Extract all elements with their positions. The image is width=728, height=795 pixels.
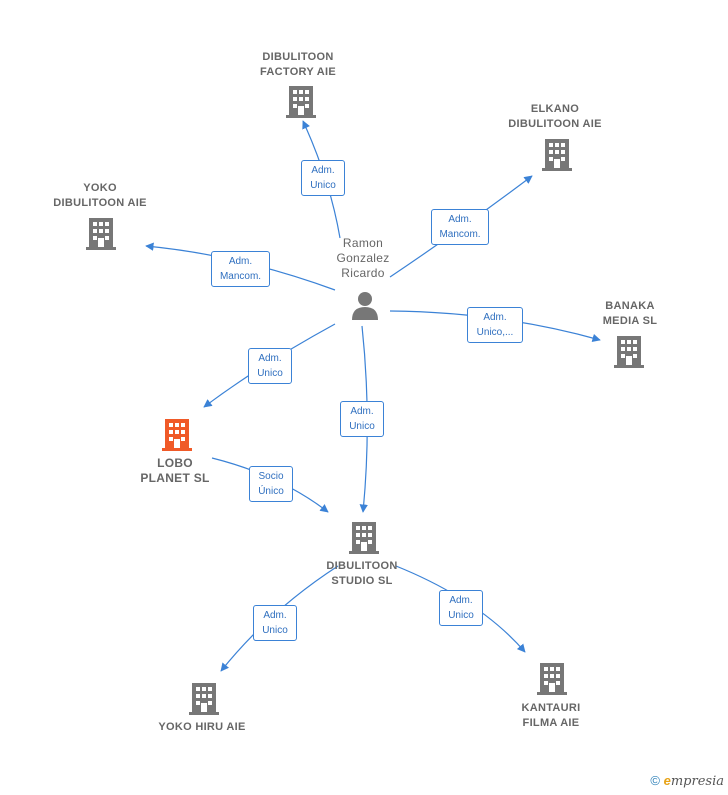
edge-label-to-studio: Adm. Unico — [340, 401, 384, 437]
company-label: LOBO PLANET SL — [140, 456, 210, 485]
building-icon — [537, 663, 567, 695]
copyright-icon: © — [650, 773, 660, 788]
edge-label-to-banaka: Adm. Unico,... — [467, 307, 523, 343]
company-label: KANTAURI FILMA AIE — [521, 702, 581, 729]
brand-initial: e — [663, 773, 671, 788]
building-icon — [189, 683, 219, 715]
edge-label-to-lobo: Adm. Unico — [248, 348, 292, 384]
company-label: DIBULITOON STUDIO SL — [326, 560, 398, 587]
person-name: Ramon Gonzalez Ricardo — [336, 236, 390, 280]
edge-label-studio-to-yoko-hiru: Adm. Unico — [253, 605, 297, 641]
company-label: ELKANO DIBULITOON AIE — [508, 103, 602, 130]
building-icon — [286, 86, 316, 118]
edge-label-to-yoko-dibulitoon: Adm. Mancom. — [211, 251, 270, 287]
building-icon — [349, 522, 379, 554]
company-label: YOKO DIBULITOON AIE — [53, 182, 147, 209]
edge-label-to-factory: Adm. Unico — [301, 160, 345, 196]
company-label: DIBULITOON FACTORY AIE — [259, 51, 337, 78]
building-icon — [86, 218, 116, 250]
building-icon-highlighted — [162, 419, 192, 451]
building-icon — [542, 139, 572, 171]
edge-label-studio-to-kantauri: Adm. Unico — [439, 590, 483, 626]
company-label: BANAKA MEDIA SL — [602, 300, 658, 327]
brand-name: mpresia — [670, 774, 724, 789]
person-icon — [352, 292, 378, 320]
edge-label-lobo-to-studio: Socio Único — [249, 466, 293, 502]
footer-brand: © empresia — [650, 773, 724, 789]
building-icon — [614, 336, 644, 368]
company-label: YOKO HIRU AIE — [158, 721, 246, 733]
edge-label-to-elkano: Adm. Mancom. — [431, 209, 489, 245]
